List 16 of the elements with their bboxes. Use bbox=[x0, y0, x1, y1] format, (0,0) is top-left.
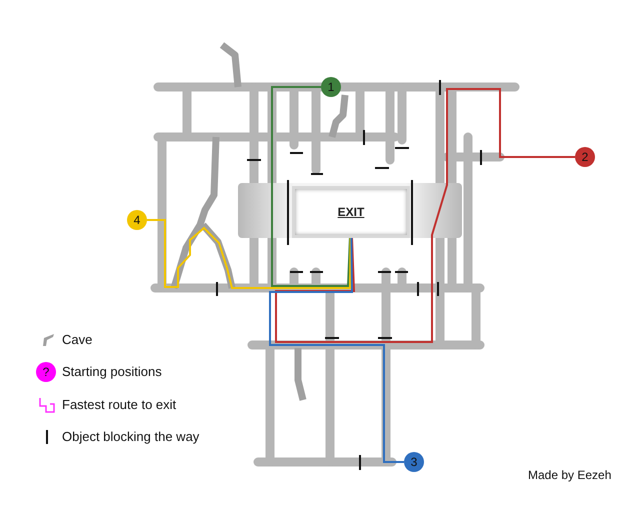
start-position-marker: 1 bbox=[321, 77, 341, 97]
route-line bbox=[147, 219, 352, 289]
exit-room bbox=[292, 186, 410, 238]
start-position-marker: 4 bbox=[127, 210, 147, 230]
exit-label: EXIT bbox=[338, 205, 364, 219]
start-position-marker: 3 bbox=[404, 452, 424, 472]
route-line bbox=[275, 88, 575, 343]
legend-text: Cave bbox=[62, 332, 92, 347]
route-line bbox=[269, 238, 404, 463]
legend-text: Object blocking the way bbox=[62, 429, 200, 444]
route-line bbox=[271, 86, 351, 287]
legend-text: Fastest route to exit bbox=[62, 397, 176, 412]
credit-note: Made by Eezeh bbox=[528, 468, 612, 482]
start-position-icon: ? bbox=[36, 362, 56, 382]
start-position-marker: 2 bbox=[575, 147, 595, 167]
legend-text: Starting positions bbox=[62, 364, 162, 379]
